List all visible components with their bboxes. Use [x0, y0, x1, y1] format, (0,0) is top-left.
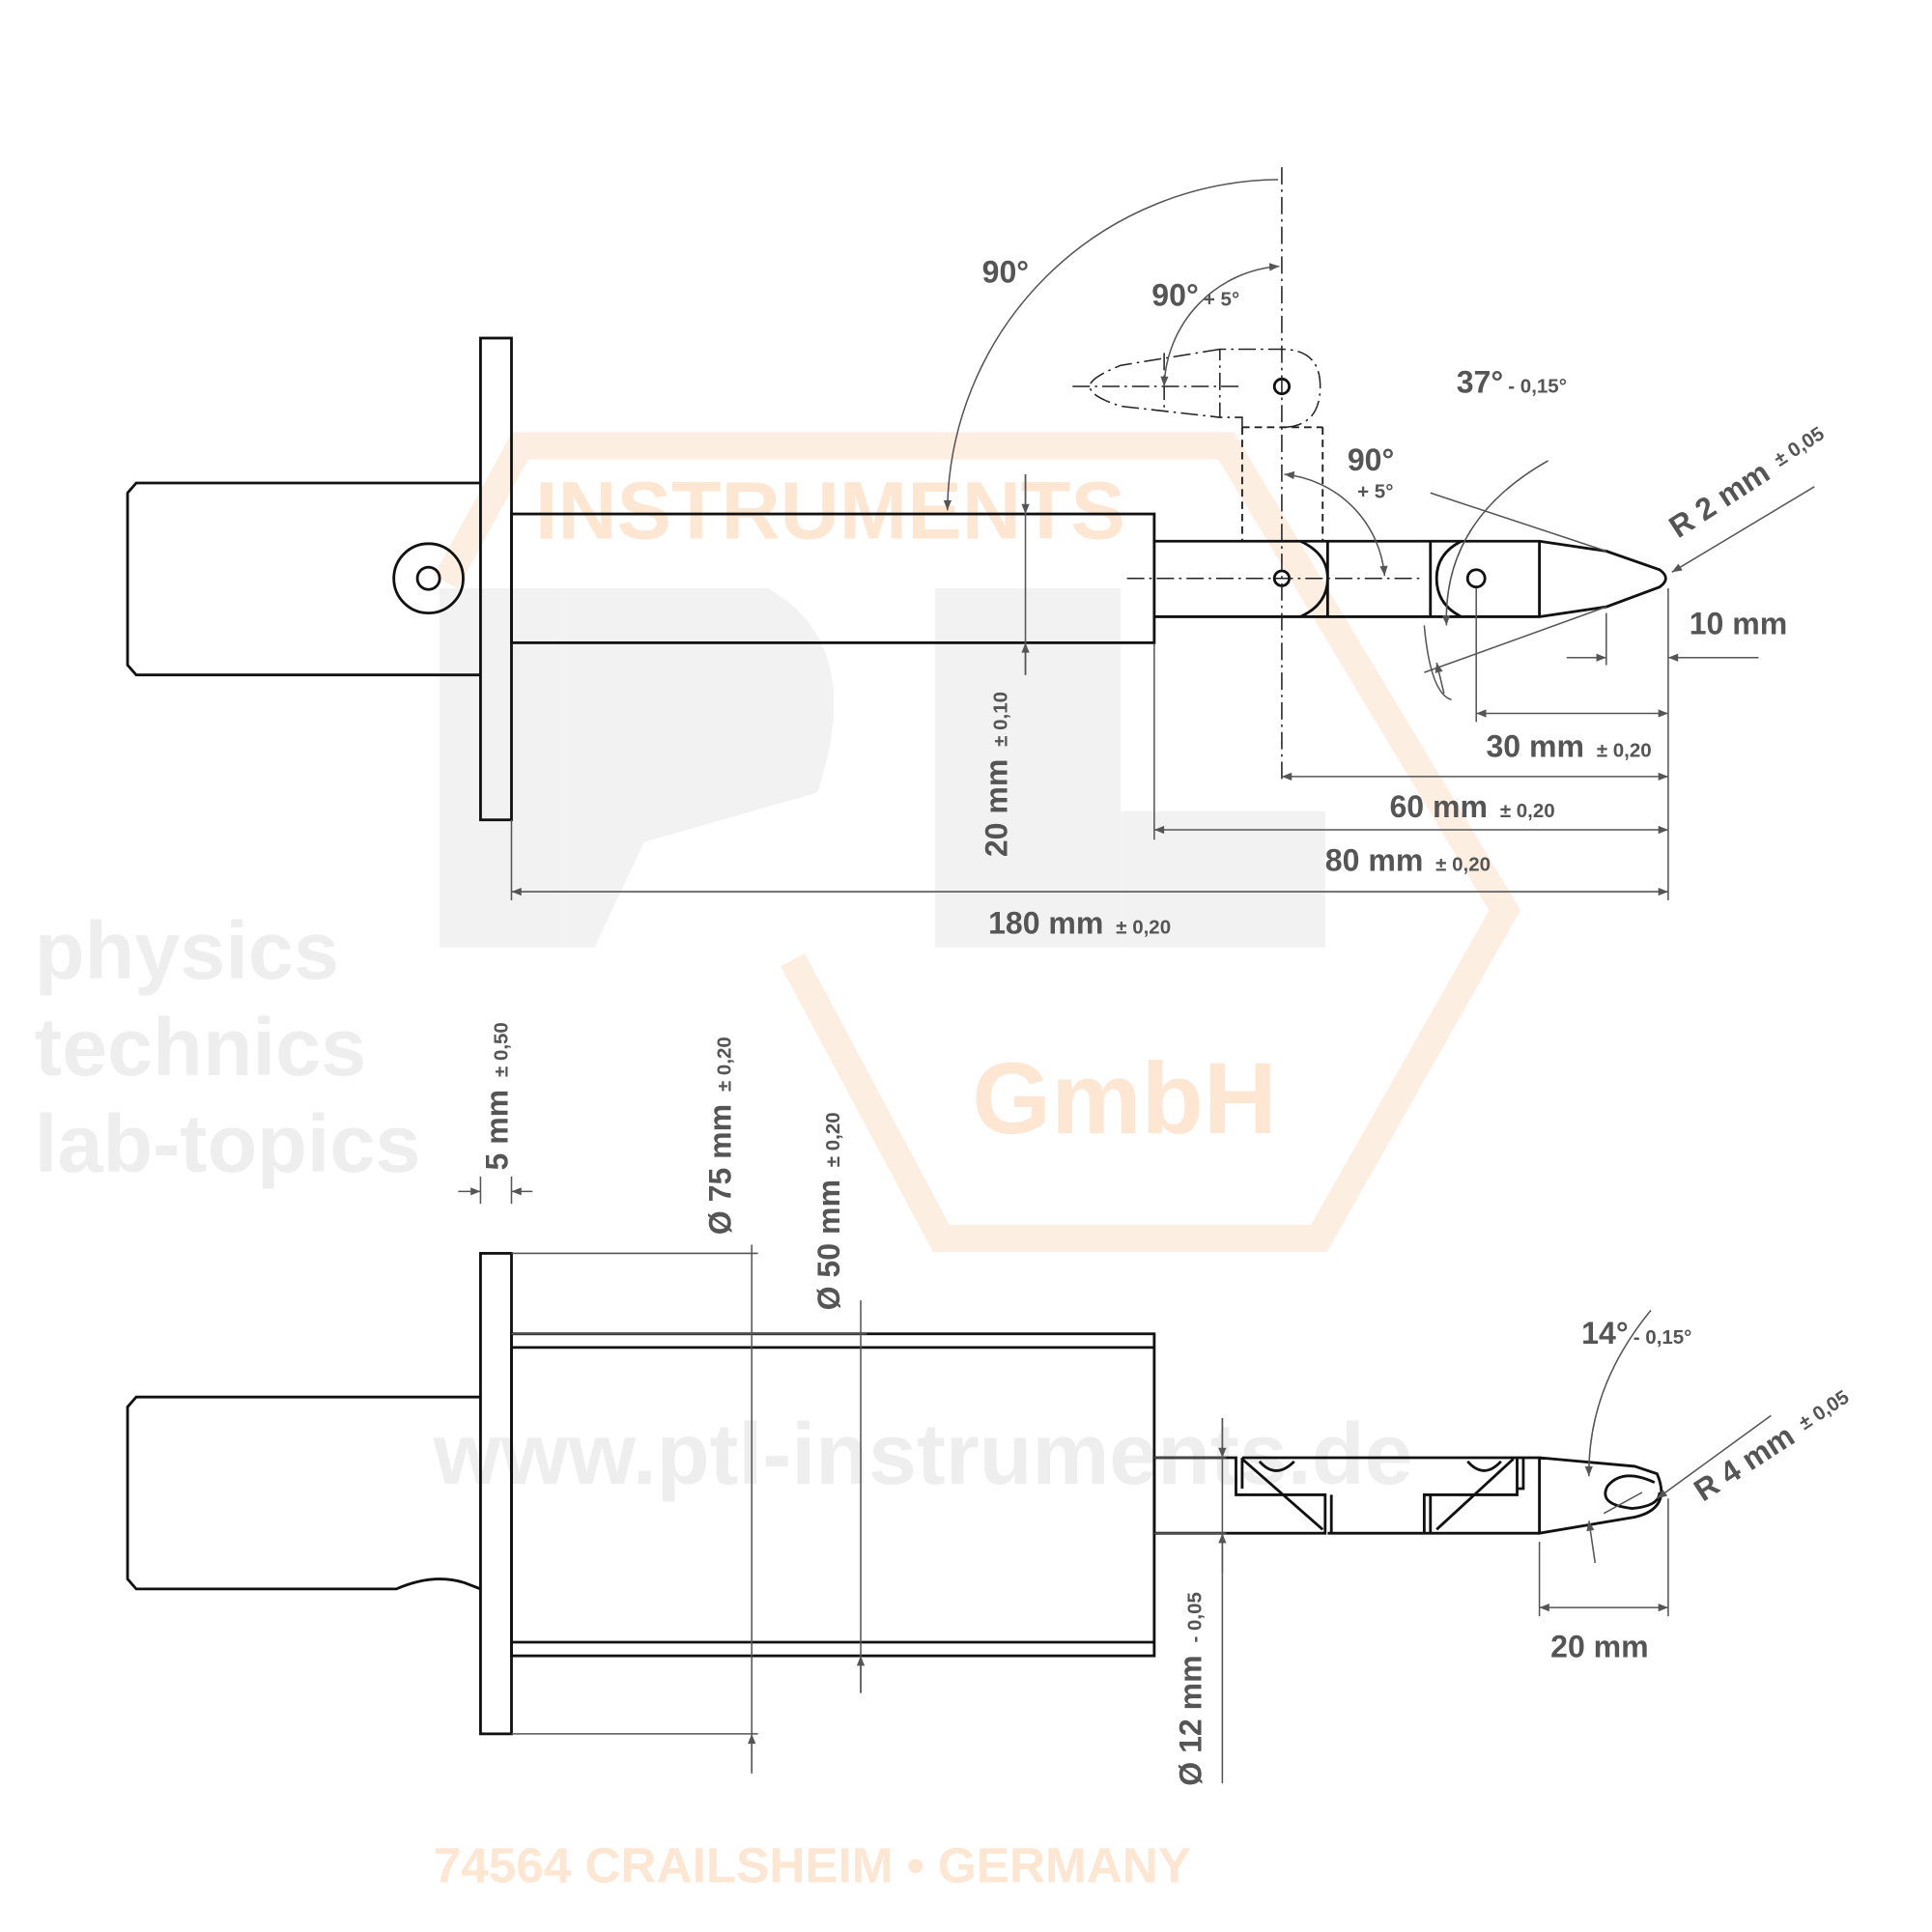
- tip-ball: [1604, 1474, 1662, 1510]
- body-wall-lines: [511, 1346, 1154, 1644]
- angle-90-lower-arc: [1284, 470, 1388, 577]
- dim-5-label: 5 mm± 0,50: [480, 1022, 515, 1170]
- angle-14-arc-top: [1584, 1309, 1652, 1477]
- dim-180-label: 180 mm± 0,20: [988, 906, 1171, 941]
- body: [510, 512, 1156, 644]
- dim-20-bottom-label: 20 mm: [1550, 1629, 1649, 1663]
- dim-10-label: 10 mm: [1690, 606, 1788, 640]
- radius-leader: [1671, 486, 1815, 573]
- radius-4-label: R 4 mm± 0,05: [1688, 1381, 1857, 1508]
- angle-37-lines: [1423, 492, 1607, 701]
- radius-4-leader: [1656, 1414, 1772, 1499]
- angle-90-label: 90°: [982, 254, 1029, 289]
- joint-hole-2: [1465, 568, 1487, 589]
- centerlines: [1072, 167, 1425, 781]
- watermark-technics: technics: [35, 1001, 366, 1093]
- radius-2-label: R 2 mm± 0,05: [1662, 417, 1832, 544]
- angle-90-upper-arc: [1160, 263, 1280, 387]
- watermark-physics: physics: [35, 904, 339, 996]
- watermark-logo: INSTRUMENTS GmbH physics technics lab-to…: [35, 432, 1521, 1893]
- angle-37-arrow-bottom: [1435, 662, 1445, 695]
- angle-90-lower-tol: + 5°: [1357, 480, 1393, 502]
- dim-30-label: 30 mm± 0,20: [1486, 728, 1651, 763]
- angle-90-upper-label: 90°+ 5°: [1151, 278, 1239, 313]
- angle-90-arc: [943, 179, 1279, 511]
- watermark-lab-topics: lab-topics: [35, 1097, 421, 1189]
- dim-20-label: 20 mm± 0,10: [979, 692, 1013, 857]
- dia-12-label: Ø 12 mm- 0,05: [1174, 1592, 1208, 1786]
- angle-90-lower-label: 90°: [1348, 442, 1394, 477]
- extension-lines-bottom: [479, 1176, 1669, 1784]
- angle-14-label: 14°- 0,15°: [1581, 1316, 1691, 1350]
- pin-hole: [415, 565, 441, 591]
- watermark-gmbh: GmbH: [972, 1042, 1276, 1155]
- dia-75-label: Ø 75 mm± 0,20: [702, 1037, 737, 1235]
- watermark-address: 74564 CRAILSHEIM • GERMANY: [434, 1838, 1191, 1893]
- dim-80-label: 80 mm± 0,20: [1325, 842, 1491, 877]
- probe-rod-bottom: [1152, 1456, 1663, 1535]
- dim-60-label: 60 mm± 0,20: [1389, 789, 1554, 824]
- watermark-url: www.ptl-instruments.de: [433, 1406, 1413, 1503]
- watermark-instruments: INSTRUMENTS: [535, 465, 1125, 556]
- probe-rod: [1153, 539, 1667, 618]
- angle-14-arrow-bottom: [1586, 1520, 1597, 1564]
- shaft-bottom: [126, 1395, 481, 1591]
- bottom-view: 5 mm± 0,50 Ø 75 mm± 0,20 Ø 50 mm± 0,20 Ø…: [126, 1022, 1857, 1786]
- pin-circle: [392, 542, 465, 615]
- extension-lines: [510, 474, 1669, 901]
- top-view: 90° 90°+ 5° 90° + 5° 37°- 0,15° R 2 mm± …: [126, 167, 1832, 941]
- phantom-head: [1089, 348, 1321, 429]
- angle-37-arc-top: [1441, 460, 1548, 626]
- shaft: [126, 481, 481, 677]
- dia-50-label: Ø 50 mm± 0,20: [811, 1112, 846, 1310]
- angle-37-label: 37°- 0,15°: [1457, 364, 1567, 399]
